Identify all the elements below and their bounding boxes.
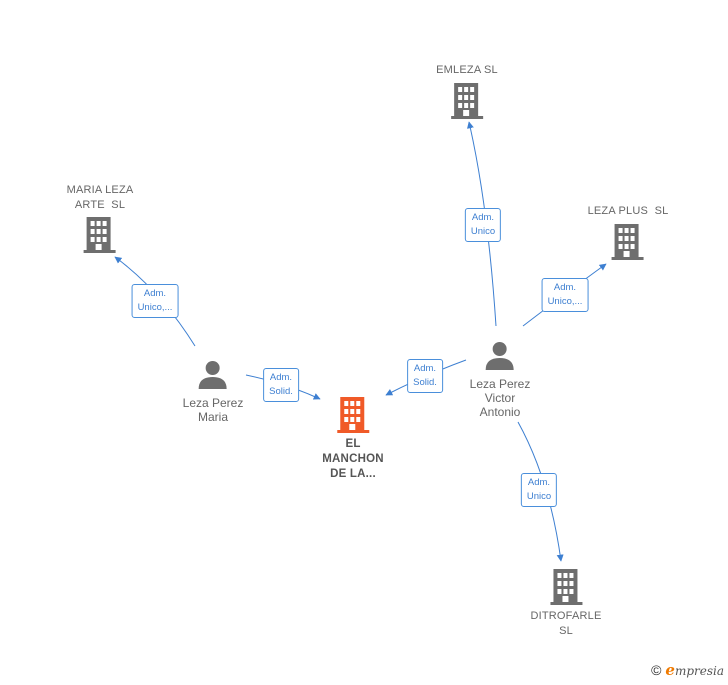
label-line: Victor	[484, 391, 516, 405]
label-line: EL	[345, 438, 361, 450]
brand-logo: empresia	[665, 661, 724, 679]
node-emleza[interactable]: EMLEZA SL	[436, 63, 498, 119]
edge-label-victor-ditrofarle[interactable]: Adm. Unico	[520, 473, 558, 507]
node-leza-plus[interactable]: LEZA PLUS SL	[588, 204, 669, 260]
label-line: Leza Perez	[182, 396, 244, 410]
edge-label-victor-lezaplus[interactable]: Adm. Unico,...	[541, 278, 589, 312]
edge-label-line: Adm.	[471, 212, 495, 223]
node-leza-perez-maria[interactable]: Leza Perez Maria	[183, 360, 244, 424]
node-leza-perez-victor[interactable]: Leza Perez Victor Antonio	[470, 341, 531, 419]
empresia-watermark: © empresia	[651, 661, 724, 679]
label-line: EMLEZA SL	[436, 64, 498, 76]
edge-label-maria-manchon[interactable]: Adm. Solid.	[263, 368, 299, 402]
label-line: DITROFARLE	[530, 610, 602, 622]
edge-label-line: Unico	[470, 226, 496, 237]
building-icon	[612, 224, 644, 260]
label-line: DE LA...	[330, 468, 376, 480]
label-line: Leza Perez	[469, 377, 531, 391]
building-icon	[549, 569, 582, 605]
company-label: EL MANCHON DE LA...	[322, 437, 383, 482]
copyright-icon: ©	[651, 662, 662, 678]
person-label: Leza Perez Maria	[183, 396, 244, 424]
node-el-manchon[interactable]: EL MANCHON DE LA...	[322, 397, 384, 482]
label-line: Maria	[197, 410, 229, 424]
edge-label-victor-manchon[interactable]: Adm. Solid.	[407, 359, 443, 393]
edge-label-line: Adm.	[413, 363, 437, 374]
label-line: SL	[559, 625, 573, 637]
company-label: LEZA PLUS SL	[588, 204, 669, 219]
company-label: DITROFARLE SL	[530, 609, 601, 639]
edge-label-line: Adm.	[143, 288, 167, 299]
edge-label-line: Adm.	[269, 372, 293, 383]
node-ditrofarle[interactable]: DITROFARLE SL	[530, 569, 601, 639]
building-icon	[336, 397, 369, 433]
edge-label-line: Adm.	[527, 477, 551, 488]
person-icon	[485, 342, 514, 370]
edge-label-line: Solid.	[413, 377, 437, 388]
edge-label-line: Adm.	[553, 282, 577, 293]
edge-label-line: Unico,...	[547, 296, 583, 307]
edge-label-line: Solid.	[269, 386, 293, 397]
edge-label-maria-mariaarte[interactable]: Adm. Unico,...	[131, 284, 179, 318]
brand-name: mpresia	[674, 664, 724, 678]
person-icon	[198, 361, 227, 389]
edge-label-line: Unico	[526, 491, 552, 502]
edge-label-victor-emleza[interactable]: Adm. Unico	[464, 208, 502, 242]
person-label: Leza Perez Victor Antonio	[470, 377, 531, 419]
building-icon	[83, 217, 116, 253]
label-line: MANCHON	[322, 453, 384, 465]
label-line: LEZA PLUS SL	[587, 205, 669, 217]
label-line: Antonio	[479, 405, 521, 419]
building-icon	[451, 83, 483, 119]
edge-label-line: Unico,...	[137, 302, 173, 313]
node-maria-leza-arte[interactable]: MARIA LEZA ARTE SL	[67, 183, 134, 253]
company-label: MARIA LEZA ARTE SL	[67, 183, 134, 213]
label-line: MARIA LEZA	[66, 184, 134, 196]
brand-initial: e	[665, 661, 675, 679]
label-line: ARTE SL	[74, 199, 126, 211]
company-label: EMLEZA SL	[436, 63, 498, 78]
